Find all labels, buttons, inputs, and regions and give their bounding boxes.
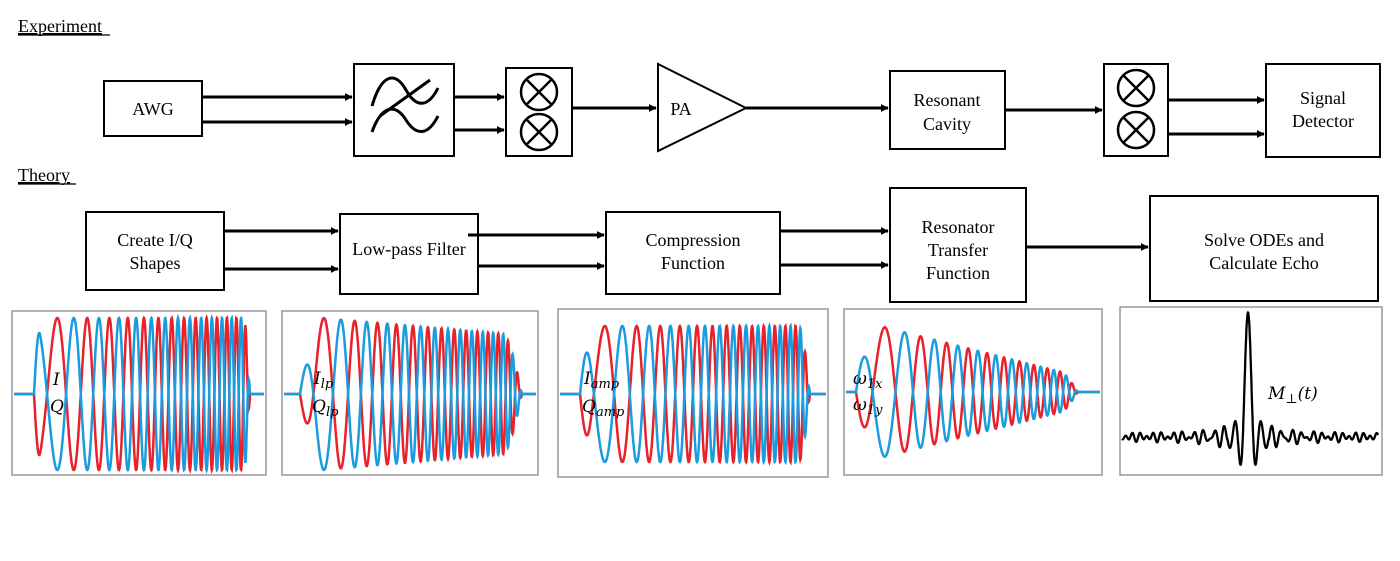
panel-compressed-shapes: Iamp Qamp: [557, 308, 829, 478]
lowpass-filter-symbol-icon: [353, 63, 455, 157]
panel-echo-signal: M⊥(t): [1119, 306, 1383, 476]
panel-iq-shapes: I Q: [11, 310, 267, 476]
i-label: I: [52, 370, 60, 390]
echo-waveform: [1121, 310, 1380, 467]
amplifier-triangle-icon: PA: [657, 62, 749, 153]
i-waveform: [14, 313, 264, 474]
signal-detector-block: Signal Detector: [1265, 63, 1381, 158]
omega-1x-waveform: [846, 331, 1100, 458]
resonator-label-line3: Function: [926, 263, 990, 283]
q-label: Q: [50, 397, 64, 417]
detector-label-line1: Signal: [1300, 88, 1346, 108]
compression-label-line2: Function: [661, 253, 725, 273]
solve-label-line2: Calculate Echo: [1209, 253, 1318, 273]
solve-label-line1: Solve ODEs and: [1204, 230, 1324, 250]
compression-label-line1: Compression: [645, 230, 740, 250]
mixer-circle-x-icon: [505, 67, 573, 157]
omega-1y-label: ω1y: [853, 395, 883, 418]
resonator-label-line2: Transfer: [928, 240, 988, 260]
i-lp-waveform: [284, 318, 536, 472]
omega-1y-waveform: [846, 326, 1100, 453]
create-label-line2: Shapes: [130, 253, 181, 273]
q-lp-label: Qlp: [312, 397, 339, 420]
lowpass-filter-block: Low-pass Filter: [339, 213, 479, 295]
m-perp-label: M⊥(t): [1267, 384, 1318, 407]
mixer-circle-x-icon: [1103, 63, 1169, 157]
resonant-cavity-block: Resonant Cavity: [889, 70, 1006, 150]
omega-1x-label: ω1x: [853, 369, 883, 392]
detector-label-line2: Detector: [1292, 111, 1354, 131]
compression-function-block: Compression Function: [605, 211, 781, 295]
panel-lowpass-shapes: Ilp Qlp: [281, 310, 539, 476]
solve-odes-block: Solve ODEs and Calculate Echo: [1149, 195, 1379, 302]
experiment-title: Experiment: [18, 16, 102, 36]
i-lp-label: Ilp: [313, 369, 334, 392]
lowpass-label: Low-pass Filter: [352, 239, 465, 259]
i-amp-label: Iamp: [583, 369, 620, 392]
awg-block: AWG: [103, 80, 203, 137]
i-amp-waveform: [560, 322, 826, 466]
q-amp-label: Qamp: [582, 397, 625, 420]
theory-title: Theory: [18, 165, 70, 185]
panel-resonator-output: ω1x ω1y: [843, 308, 1103, 476]
resonator-label-line1: Resonator: [922, 217, 995, 237]
resonator-transfer-block: Resonator Transfer Function: [889, 187, 1027, 303]
pa-label: PA: [670, 99, 691, 119]
create-iq-block: Create I/Q Shapes: [85, 211, 225, 291]
cavity-label-line1: Resonant: [914, 90, 981, 110]
cavity-label-line2: Cavity: [923, 114, 971, 134]
create-label-line1: Create I/Q: [117, 230, 192, 250]
awg-label: AWG: [132, 99, 174, 119]
